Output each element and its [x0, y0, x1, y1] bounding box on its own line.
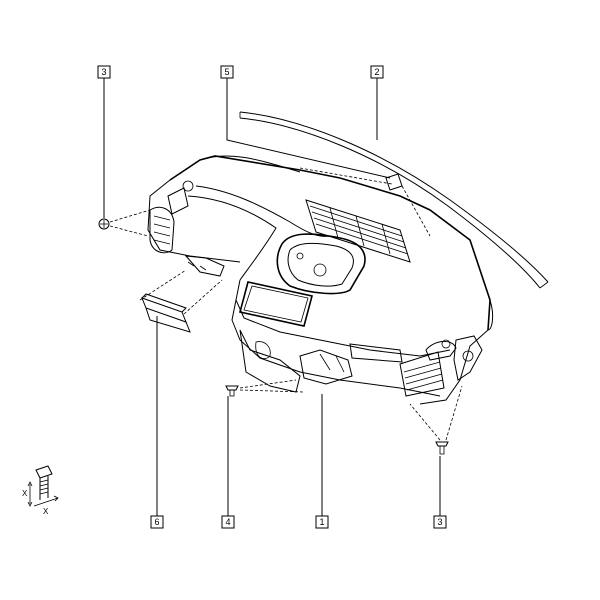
callout-1-label: 1	[319, 517, 324, 527]
callout-2-label: 2	[374, 67, 379, 77]
callout-3-top-label: 3	[101, 67, 106, 77]
right-end-cap	[453, 335, 483, 381]
lower-structure	[239, 329, 403, 393]
right-side-vent	[399, 339, 457, 397]
screw-3-bottom	[435, 441, 449, 455]
callout-1: 1	[315, 515, 329, 529]
dashboard-panel	[147, 155, 494, 405]
glovebox-bracket	[141, 293, 191, 333]
axis-x-vertical-label: X	[22, 489, 28, 498]
callout-3-bottom: 3	[433, 515, 447, 529]
left-side-vent	[149, 180, 194, 254]
top-clip	[385, 173, 403, 191]
callout-4-label: 4	[225, 517, 230, 527]
callout-5-label: 5	[224, 67, 229, 77]
callout-2: 2	[370, 65, 384, 79]
callout-3-bottom-label: 3	[437, 517, 442, 527]
axis-x-horizontal-label: X	[43, 507, 49, 516]
center-air-vent	[305, 199, 411, 263]
top-trim-strip	[239, 111, 549, 289]
screw-4	[225, 385, 239, 397]
callout-5: 5	[220, 65, 234, 79]
left-lower-bracket	[184, 255, 225, 277]
screw-3-top	[98, 218, 110, 230]
assembly-lines	[109, 167, 463, 441]
callout-6-label: 6	[154, 517, 159, 527]
leader-lines	[103, 78, 441, 516]
callout-3-top: 3	[97, 65, 111, 79]
callout-4: 4	[221, 515, 235, 529]
callout-6: 6	[150, 515, 164, 529]
center-display	[239, 281, 313, 327]
instrument-cluster-hood	[276, 233, 366, 295]
dimension-symbol: X X	[22, 465, 59, 516]
